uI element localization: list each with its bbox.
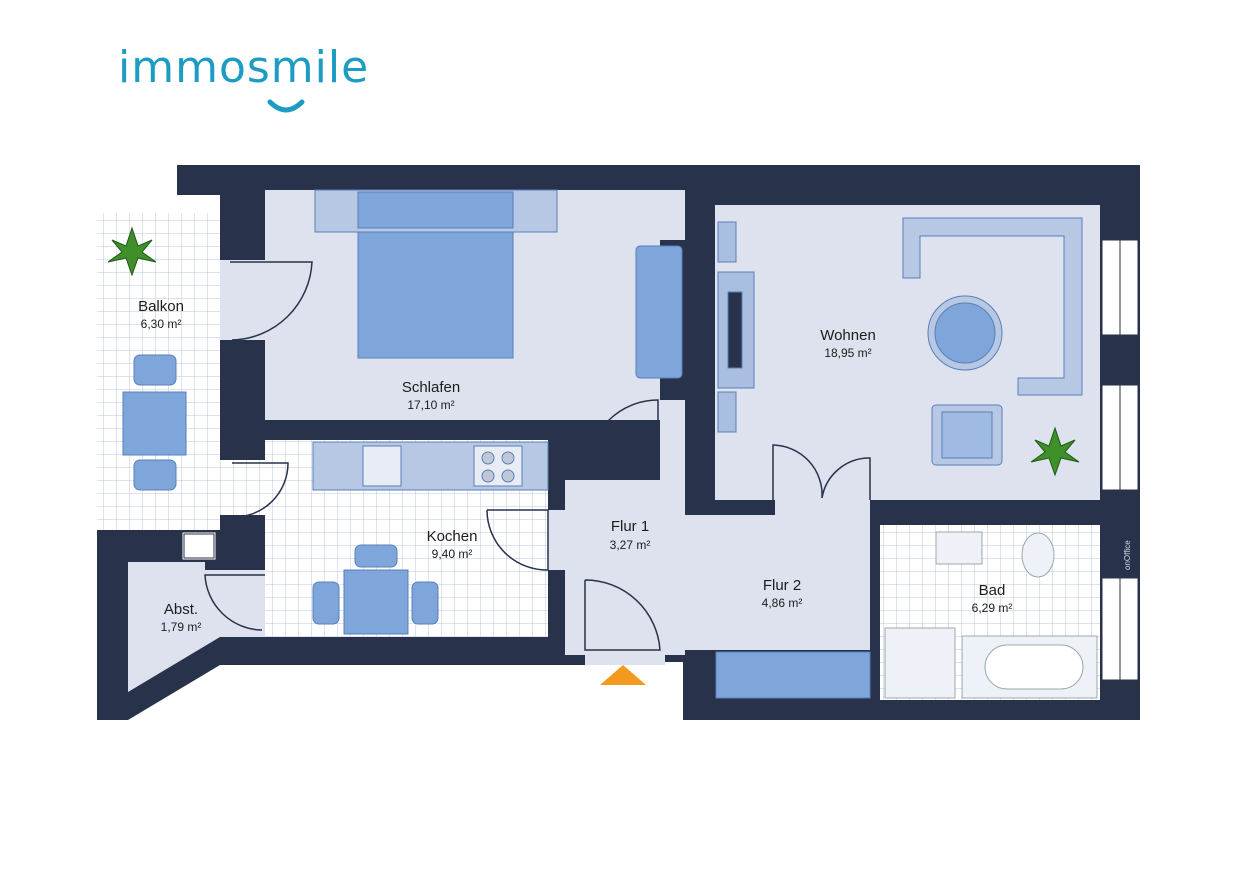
entrance-arrow-icon xyxy=(600,665,646,685)
room-name: Balkon xyxy=(138,298,184,315)
smile-icon xyxy=(267,99,305,113)
stove xyxy=(473,445,523,487)
room-flur-1 xyxy=(565,480,685,655)
room-name: Abst. xyxy=(164,601,198,618)
room-area: 9,40 m² xyxy=(432,547,473,561)
bed xyxy=(357,231,514,359)
room-area: 6,29 m² xyxy=(972,601,1013,615)
furniture xyxy=(122,189,1098,699)
room-name: Kochen xyxy=(427,528,478,545)
room-abst xyxy=(128,562,265,692)
sink xyxy=(362,445,402,487)
windows xyxy=(181,239,1139,681)
room-area: 18,95 m² xyxy=(824,346,871,360)
plant-icon xyxy=(1030,426,1080,477)
toilet xyxy=(1021,532,1055,578)
room-area: 3,27 m² xyxy=(610,538,651,552)
room-name: Bad xyxy=(979,582,1006,599)
room-area: 1,79 m² xyxy=(161,620,202,634)
hall-bench xyxy=(715,651,871,699)
room-name: Flur 2 xyxy=(763,577,801,594)
wardrobe xyxy=(635,245,683,379)
room-area: 6,30 m² xyxy=(141,317,182,331)
shower xyxy=(884,627,956,699)
room-name: Flur 1 xyxy=(611,518,649,535)
sofa xyxy=(902,217,1083,396)
bathroom-sink xyxy=(935,531,983,565)
room-name: Schlafen xyxy=(402,379,460,396)
watermark: onOffice xyxy=(1123,540,1132,570)
brand-logo: immosmile xyxy=(118,42,369,93)
room-area: 4,86 m² xyxy=(762,596,803,610)
room-name: Wohnen xyxy=(820,327,876,344)
logo-text: immosmile xyxy=(118,42,370,93)
room-flur-2 xyxy=(685,515,870,650)
room-area: 17,10 m² xyxy=(407,398,454,412)
kitchen-table xyxy=(343,569,409,635)
doors xyxy=(204,261,879,651)
balcony-table xyxy=(122,391,187,456)
plant-icon xyxy=(107,226,157,277)
